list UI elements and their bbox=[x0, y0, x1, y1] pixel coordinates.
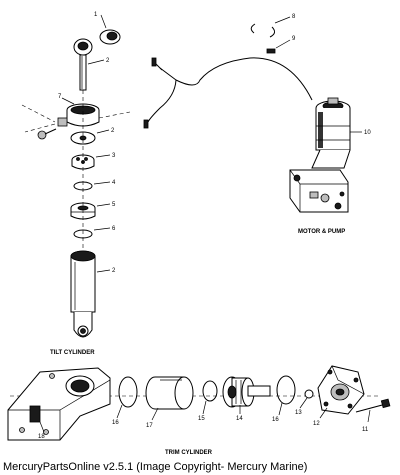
leader-2a bbox=[87, 59, 105, 65]
callout-15: 15 bbox=[198, 416, 205, 422]
callout-14: 14 bbox=[236, 416, 243, 422]
part-9-pin[interactable] bbox=[266, 48, 276, 54]
part-10-wire-harness[interactable] bbox=[143, 57, 313, 129]
callout-5: 5 bbox=[112, 202, 116, 208]
callout-3: 3 bbox=[112, 153, 116, 159]
callout-7: 7 bbox=[58, 94, 62, 100]
leader-11 bbox=[367, 409, 371, 423]
callout-2c: 2 bbox=[112, 268, 116, 274]
part-8-retaining-ring[interactable] bbox=[250, 23, 276, 38]
callout-4: 4 bbox=[112, 180, 116, 186]
leader-5 bbox=[96, 203, 111, 207]
callout-6: 6 bbox=[112, 226, 116, 232]
copyright-footer: MercuryPartsOnline v2.5.1 (Image Copyrig… bbox=[3, 461, 308, 473]
leader-8 bbox=[274, 16, 291, 24]
callout-18: 18 bbox=[38, 434, 45, 440]
callout-10: 10 bbox=[364, 130, 371, 136]
part-2-cylinder-body[interactable] bbox=[70, 250, 96, 338]
part-2-rod-eye[interactable] bbox=[73, 38, 93, 91]
leader-4 bbox=[93, 181, 111, 185]
leader-12 bbox=[319, 407, 328, 419]
callout-11: 11 bbox=[362, 427, 369, 433]
leader-2b bbox=[96, 129, 110, 134]
callout-2a: 2 bbox=[106, 58, 110, 64]
leader-17 bbox=[151, 407, 159, 421]
part-16-o-ring-b[interactable] bbox=[276, 375, 296, 405]
callout-16a: 16 bbox=[112, 420, 119, 426]
leader-15 bbox=[202, 400, 207, 415]
callout-17: 17 bbox=[146, 423, 153, 429]
tilt-cylinder-label: TILT CYLINDER bbox=[50, 350, 95, 356]
part-17-sleeve[interactable] bbox=[145, 376, 194, 410]
leader-9 bbox=[275, 39, 291, 49]
leader-16b bbox=[278, 402, 283, 416]
motor-pump-label: MOTOR & PUMP bbox=[298, 229, 345, 235]
trim-cylinder-label: TRIM CYLINDER bbox=[165, 450, 213, 456]
part-7-bolt[interactable] bbox=[37, 128, 57, 140]
part-5-piston[interactable] bbox=[70, 202, 96, 220]
leader-7 bbox=[61, 97, 75, 105]
leader-16a bbox=[116, 404, 123, 419]
part-2-cap[interactable] bbox=[70, 131, 96, 145]
part-12-end-cap[interactable] bbox=[317, 365, 365, 415]
callout-8: 8 bbox=[292, 14, 296, 20]
leader-1 bbox=[100, 14, 107, 29]
callout-12: 12 bbox=[313, 421, 320, 427]
part-18-trim-housing[interactable] bbox=[7, 367, 111, 441]
leader-2c bbox=[96, 269, 111, 273]
callout-9: 9 bbox=[292, 36, 296, 42]
part-16-o-ring-a[interactable] bbox=[118, 376, 138, 408]
part-10-motor-pump[interactable] bbox=[289, 97, 351, 213]
part-14-piston-rod[interactable] bbox=[222, 376, 271, 408]
callout-13: 13 bbox=[295, 410, 302, 416]
callout-16b: 16 bbox=[272, 417, 279, 423]
part-13-ball[interactable] bbox=[304, 389, 314, 399]
leader-6 bbox=[93, 227, 111, 231]
callout-2b: 2 bbox=[111, 128, 115, 134]
part-15-o-ring[interactable] bbox=[202, 380, 218, 402]
part-1-bushing[interactable] bbox=[99, 29, 121, 45]
leader-18 bbox=[39, 421, 45, 433]
part-11-screw[interactable] bbox=[355, 398, 391, 413]
callout-1: 1 bbox=[94, 12, 98, 18]
leader-13 bbox=[299, 397, 308, 409]
leader-3 bbox=[95, 154, 111, 158]
